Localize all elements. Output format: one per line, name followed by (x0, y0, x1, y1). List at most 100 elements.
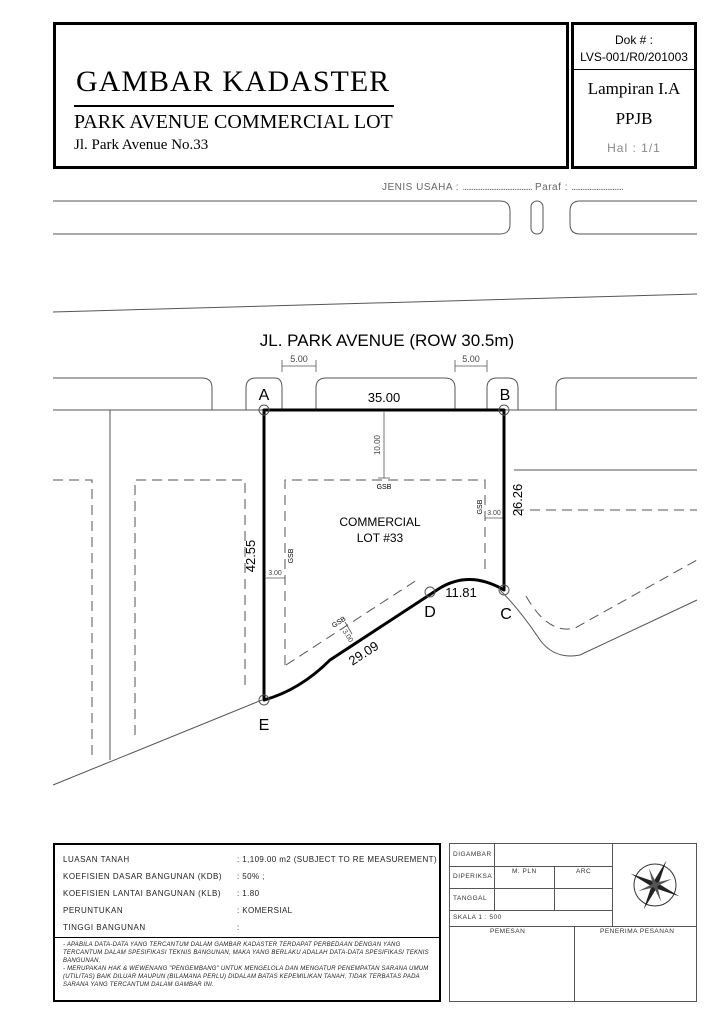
pemesan-label: PEMESAN (490, 928, 526, 935)
info-value-tinggi: : (237, 923, 240, 932)
page-indicator: Hal : 1/1 (607, 141, 661, 155)
corner-marker-d (424, 586, 436, 598)
road-linework (52, 200, 698, 786)
street-name: JL. PARK AVENUE (ROW 30.5m) (260, 331, 514, 350)
road-median-island (530, 200, 544, 235)
sub-title: PARK AVENUE COMMERCIAL LOT (74, 111, 393, 133)
title-underline (74, 105, 394, 107)
dashed-lot-left (134, 479, 246, 735)
doc-separator (574, 69, 694, 70)
dashed-road-right (525, 559, 698, 630)
info-separator (55, 937, 439, 938)
road-curve-right (499, 589, 698, 657)
paraf-dots: ............................. (571, 182, 624, 193)
point-d-label: D (424, 604, 436, 621)
point-e-label: E (259, 717, 270, 734)
m-pln-label: M. PLN (512, 868, 537, 875)
digambar-label: DIGAMBAR (453, 851, 492, 858)
gsb-dashed-diagonal (285, 577, 421, 666)
road-island-gate-a (245, 377, 283, 410)
gate-right-dim: 5.00 (462, 354, 480, 364)
gate-left-dim: 5.00 (290, 354, 308, 364)
setback-left-dim: 3.00 (268, 570, 282, 577)
doc-number: LVS-001/R0/201003 (580, 50, 688, 64)
corner-marker-e (258, 694, 270, 706)
info-value-luasan: : 1,109.00 m2 (SUBJECT TO RE MEASUREMENT… (237, 855, 438, 864)
road-upper-island-left (53, 200, 511, 235)
gsb-right-label: GSB (477, 499, 484, 514)
paraf-label: Paraf : (535, 182, 568, 193)
setback-diag-dim-line (344, 621, 353, 635)
gsb-dashed-line (284, 479, 486, 665)
info-label-tinggi: TINGGI BANGUNAN (63, 923, 146, 932)
dashed-linework (53, 479, 698, 760)
info-label-kdb: KOEFISIEN DASAR BANGUNAN (KDB) (63, 872, 223, 881)
setback-front-dim: 10.00 (373, 434, 382, 455)
corner-marker-b (498, 404, 510, 416)
sign-line-2 (450, 888, 612, 889)
info-label-peruntukan: PERUNTUKAN (63, 906, 124, 915)
note-2: - MERUPAKAN HAK & WEWENANG "PENGEMBANG" … (63, 966, 429, 988)
road-island-gate-b (486, 377, 519, 410)
info-value-peruntukan: : KOMERSIAL (237, 906, 293, 915)
road-island-center (315, 377, 456, 410)
dim-de: 29.09 (346, 638, 381, 668)
lot-name-line1: COMMERCIAL (339, 515, 421, 529)
info-label-luasan: LUASAN TANAH (63, 855, 130, 864)
lampiran-label: Lampiran I.A (587, 79, 681, 98)
title-block: GAMBAR KADASTER PARK AVENUE COMMERCIAL L… (53, 22, 569, 169)
info-label-klb: KOEFISIEN LANTAI BANGUNAN (KLB) (63, 889, 222, 898)
info-table: LUASAN TANAH : 1,109.00 m2 (SUBJECT TO R… (53, 843, 441, 1002)
jenis-usaha-dots: ....................................... (462, 182, 532, 193)
corner-markers (258, 404, 510, 706)
info-value-kdb: : 50% ; (237, 872, 265, 881)
sign-vline-2 (612, 844, 613, 926)
doc-block: Dok # : LVS-001/R0/201003 Lampiran I.A P… (571, 22, 697, 169)
sign-line-1 (450, 866, 612, 867)
dim-cd: 11.81 (445, 585, 477, 600)
jenis-usaha-line: JENIS USAHA : ..........................… (382, 182, 624, 193)
point-a-label: A (259, 387, 270, 404)
gate-dimensions (266, 360, 504, 635)
compass-rose-icon (630, 860, 680, 910)
sign-vline-1 (494, 844, 495, 910)
arc-label: ARC (576, 868, 592, 875)
tanggal-label: TANGGAL (453, 895, 488, 902)
road-edge-upper (52, 293, 698, 313)
setback-right-dim: 3.00 (487, 510, 501, 517)
approval-block: DIGAMBAR DIPERIKSA M. PLN ARC TANGGAL SK… (449, 843, 697, 1002)
dim-bc: 26.26 (510, 484, 525, 517)
gsb-front-label: GSB (377, 484, 392, 491)
gsb-left-label: GSB (288, 548, 295, 563)
sign-vline-4 (574, 926, 575, 1002)
road-island-left (53, 377, 213, 410)
ppjb-label: PPJB (615, 109, 653, 128)
road-island-right (555, 377, 697, 410)
diperiksa-label: DIPERIKSA (453, 873, 493, 880)
dim-ab: 35.00 (368, 390, 401, 405)
sign-vline-3 (554, 866, 555, 910)
gsb-diag-label: GSB (331, 616, 347, 630)
dim-ea: 42.55 (243, 540, 258, 573)
info-value-klb: : 1.80 (237, 889, 260, 898)
road-lower-edge-left (52, 699, 263, 786)
setback-diag-dim: 3.00 (341, 629, 354, 644)
penerima-label: PENERIMA PESANAN (600, 928, 675, 935)
point-b-label: B (500, 387, 511, 404)
lot-name-line2: LOT #33 (357, 531, 404, 545)
note-1: - APABILA DATA-DATA YANG TERCANTUM DALAM… (63, 942, 429, 964)
skala-label: SKALA 1 : 500 (453, 914, 502, 921)
point-c-label: C (500, 606, 512, 623)
sign-line-3 (450, 910, 612, 911)
corner-marker-a (258, 404, 270, 416)
doc-label: Dok # : (614, 33, 653, 47)
lot-boundary (262, 408, 506, 702)
road-upper-island-right (569, 200, 697, 235)
address: Jl. Park Avenue No.33 (74, 137, 209, 153)
main-title: GAMBAR KADASTER (76, 65, 391, 98)
sign-line-4 (450, 926, 696, 927)
corner-marker-c (498, 584, 510, 596)
dashed-lot-far-left (53, 479, 93, 760)
jenis-usaha-label: JENIS USAHA : (382, 182, 460, 193)
